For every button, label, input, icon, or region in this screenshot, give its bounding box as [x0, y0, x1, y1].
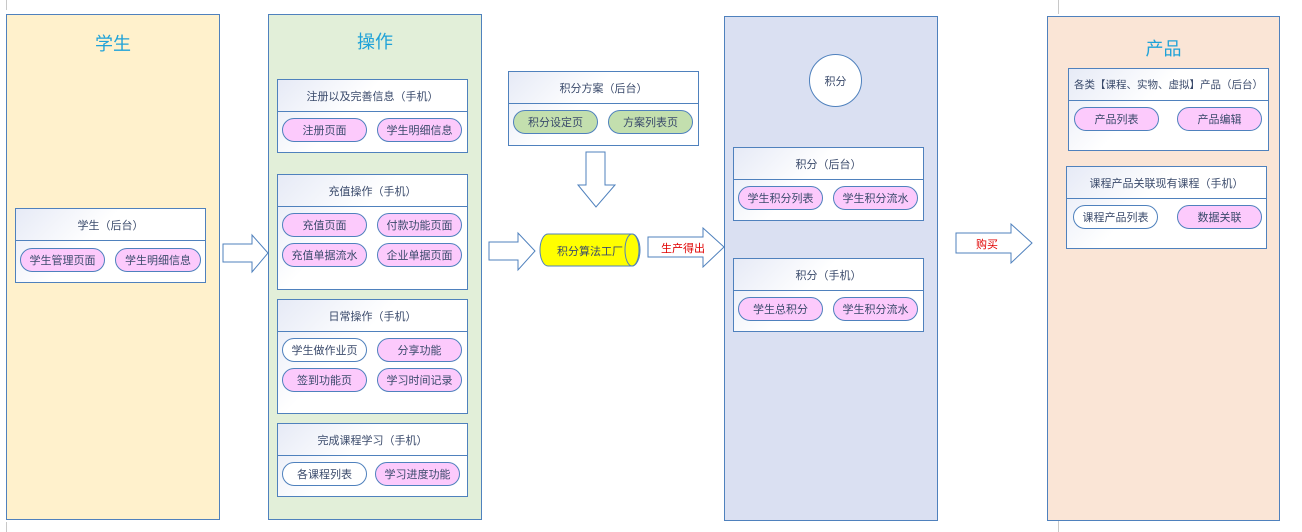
lane-product: 产品 各类【课程、实物、虚拟】产品（后台） 产品列表 产品编辑 课程产品关联现有…	[1047, 16, 1280, 521]
page-guide-right	[1058, 0, 1059, 14]
node-enterprise-records-page[interactable]: 企业单据页面	[377, 243, 462, 267]
group-product-backend: 各类【课程、实物、虚拟】产品（后台） 产品列表 产品编辑	[1068, 68, 1269, 151]
node-progress-function[interactable]: 学习进度功能	[375, 462, 460, 486]
group-daily: 日常操作（手机） 学生做作业页 分享功能 签到功能页 学习时间记录	[277, 299, 468, 414]
page-guide-left-bottom	[6, 522, 7, 532]
group-course-complete: 完成课程学习（手机） 各课程列表 学习进度功能	[277, 423, 468, 497]
node-checkin-page[interactable]: 签到功能页	[282, 368, 367, 392]
page-guide-left	[6, 0, 7, 10]
arrow-label-produce: 生产得出	[661, 242, 705, 255]
node-study-time-record[interactable]: 学习时间记录	[377, 368, 462, 392]
group-title: 积分方案（后台）	[509, 72, 698, 104]
lane-student: 学生 学生（后台） 学生管理页面 学生明细信息	[6, 14, 220, 520]
node-product-list[interactable]: 产品列表	[1074, 107, 1159, 131]
node-data-link[interactable]: 数据关联	[1177, 205, 1262, 229]
arrow-scheme-to-factory	[576, 151, 617, 208]
node-student-points-flow[interactable]: 学生积分流水	[833, 186, 918, 210]
group-title: 各类【课程、实物、虚拟】产品（后台）	[1069, 69, 1268, 101]
group-recharge: 充值操作（手机） 充值页面 付款功能页面 充值单据流水 企业单据页面	[277, 174, 468, 290]
group-register: 注册以及完善信息（手机） 注册页面 学生明细信息	[277, 79, 468, 153]
arrow-student-to-operation	[222, 233, 269, 274]
group-points-mobile: 积分（手机） 学生总积分 学生积分流水	[733, 258, 924, 332]
group-title: 注册以及完善信息（手机）	[278, 80, 467, 112]
lane-operation-title: 操作	[357, 32, 393, 53]
lane-product-title: 产品	[1145, 39, 1182, 60]
arrow-points-to-product	[955, 222, 1033, 265]
node-share-function[interactable]: 分享功能	[377, 338, 462, 362]
node-recharge-page[interactable]: 充值页面	[282, 213, 367, 237]
points-algorithm-factory[interactable]	[539, 232, 642, 268]
node-course-product-list[interactable]: 课程产品列表	[1073, 205, 1158, 229]
group-student-backend: 学生（后台） 学生管理页面 学生明细信息	[15, 208, 206, 283]
page-guide-right-bottom	[1058, 521, 1059, 532]
group-points-scheme: 积分方案（后台） 积分设定页 方案列表页	[508, 71, 699, 146]
node-register-page[interactable]: 注册页面	[282, 118, 367, 142]
lane-student-title: 学生	[95, 34, 131, 55]
arrow-factory-to-points	[647, 226, 725, 269]
factory-label: 积分算法工厂	[557, 245, 623, 258]
node-scheme-list-page[interactable]: 方案列表页	[608, 110, 693, 134]
node-course-list[interactable]: 各课程列表	[282, 462, 367, 486]
group-title: 积分（手机）	[734, 259, 923, 291]
node-points-setting-page[interactable]: 积分设定页	[513, 110, 598, 134]
node-student-manage-page[interactable]: 学生管理页面	[20, 248, 105, 272]
node-student-total-points[interactable]: 学生总积分	[738, 297, 823, 321]
group-title: 积分（后台）	[734, 148, 923, 180]
group-title: 完成课程学习（手机）	[278, 424, 467, 456]
node-student-points-list[interactable]: 学生积分列表	[738, 186, 823, 210]
points-circle: 积分	[809, 54, 862, 107]
arrow-label-buy: 购买	[976, 238, 998, 251]
node-student-detail-info[interactable]: 学生明细信息	[115, 248, 201, 272]
group-title: 日常操作（手机）	[278, 300, 467, 332]
node-product-edit[interactable]: 产品编辑	[1177, 107, 1262, 131]
lane-points: 积分 积分（后台） 学生积分列表 学生积分流水 积分（手机） 学生总积分 学生积…	[724, 16, 938, 521]
node-homework-page[interactable]: 学生做作业页	[282, 338, 367, 362]
node-student-points-flow[interactable]: 学生积分流水	[833, 297, 918, 321]
arrow-operation-to-factory	[488, 231, 536, 272]
group-title: 充值操作（手机）	[278, 175, 467, 207]
lane-operation: 操作 注册以及完善信息（手机） 注册页面 学生明细信息 充值操作（手机） 充值页…	[268, 14, 482, 520]
group-title: 学生（后台）	[16, 209, 205, 241]
node-student-detail-info[interactable]: 学生明细信息	[377, 118, 462, 142]
node-payment-page[interactable]: 付款功能页面	[377, 213, 462, 237]
group-course-product-link: 课程产品关联现有课程（手机） 课程产品列表 数据关联	[1066, 166, 1267, 249]
group-title: 课程产品关联现有课程（手机）	[1067, 167, 1266, 199]
node-recharge-records[interactable]: 充值单据流水	[282, 243, 367, 267]
group-points-backend: 积分（后台） 学生积分列表 学生积分流水	[733, 147, 924, 221]
